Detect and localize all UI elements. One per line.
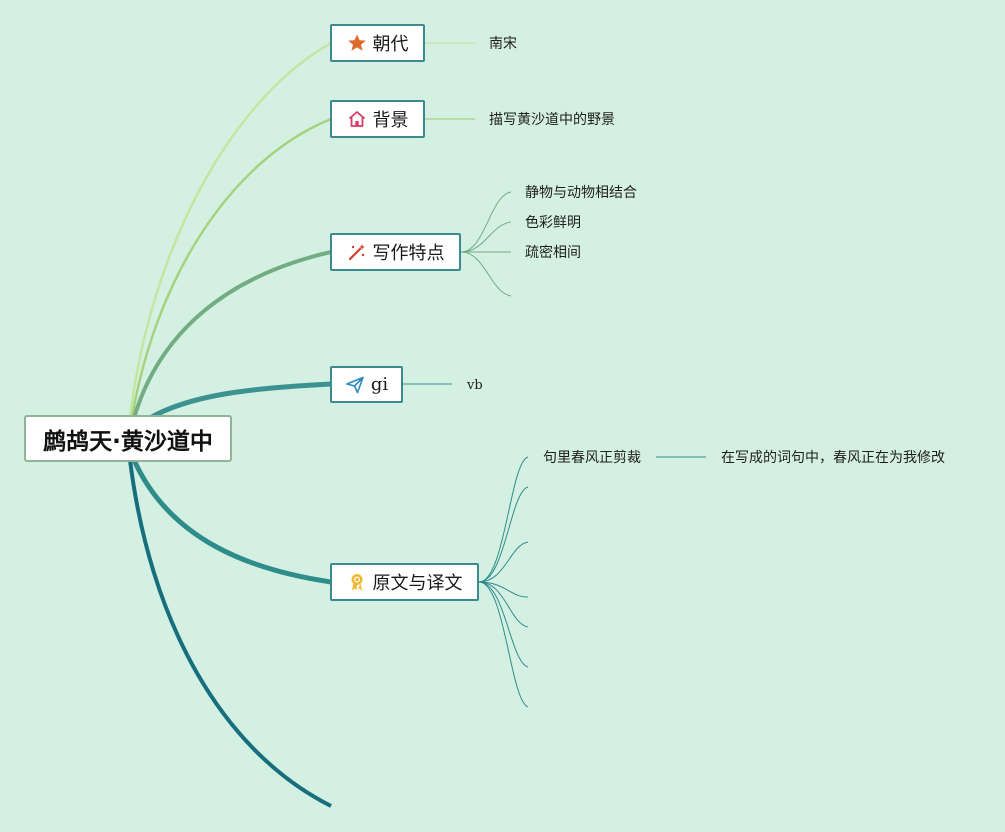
branch-line-empty bbox=[128, 459, 332, 808]
magic-wand-icon bbox=[347, 242, 367, 262]
branch-node-dynasty[interactable]: 朝代 bbox=[330, 24, 425, 62]
leaf-gi-vb[interactable]: vb bbox=[467, 378, 483, 393]
branch-line-background bbox=[130, 117, 332, 419]
branch-label-original: 原文与译文 bbox=[372, 573, 463, 594]
branch-node-features[interactable]: 写作特点 bbox=[330, 233, 461, 271]
paper-plane-icon bbox=[345, 375, 365, 395]
leaf-line-original-1 bbox=[478, 456, 529, 583]
leaf-features-2[interactable]: 色彩鲜明 bbox=[525, 215, 581, 231]
leaf-dynasty-song[interactable]: 南宋 bbox=[489, 36, 517, 52]
leaf-line-original-7 bbox=[478, 581, 529, 708]
branch-node-background[interactable]: 背景 bbox=[330, 100, 425, 138]
branch-label-background: 背景 bbox=[372, 110, 409, 131]
branch-label-gi: gi bbox=[370, 374, 389, 395]
branch-line-original bbox=[131, 458, 332, 585]
leaf-line-original-6 bbox=[478, 581, 529, 668]
branch-line-features bbox=[132, 250, 332, 419]
branch-label-dynasty: 朝代 bbox=[372, 34, 409, 55]
leaf-line-original-5 bbox=[478, 581, 529, 628]
leaf-line-features-4 bbox=[460, 251, 512, 297]
house-icon bbox=[347, 109, 367, 129]
star-icon bbox=[347, 33, 367, 53]
branch-label-features: 写作特点 bbox=[372, 243, 445, 264]
leaf-original-line-1[interactable]: 句里春风正剪裁 bbox=[543, 450, 641, 466]
leaf-line-original-3 bbox=[478, 541, 529, 583]
leaf-translation-line-1[interactable]: 在写成的词句中，春风正在为我修改 bbox=[721, 450, 945, 466]
branch-node-original[interactable]: 原文与译文 bbox=[330, 563, 479, 601]
leaf-line-features-1 bbox=[460, 191, 512, 253]
leaf-line-features-2 bbox=[460, 221, 512, 253]
leaf-background-desc[interactable]: 描写黄沙道中的野景 bbox=[489, 112, 615, 128]
leaf-features-1[interactable]: 静物与动物相结合 bbox=[525, 185, 637, 201]
branch-node-gi[interactable]: gi bbox=[330, 366, 403, 403]
award-ribbon-icon bbox=[347, 572, 367, 592]
root-node[interactable]: 鹧鸪天·黄沙道中 bbox=[24, 415, 232, 462]
branch-line-gi bbox=[148, 381, 332, 421]
leaf-line-original-2 bbox=[478, 486, 529, 583]
branch-line-dynasty bbox=[128, 41, 332, 419]
leaf-features-3[interactable]: 疏密相间 bbox=[525, 245, 581, 261]
root-label: 鹧鸪天·黄沙道中 bbox=[43, 428, 213, 455]
